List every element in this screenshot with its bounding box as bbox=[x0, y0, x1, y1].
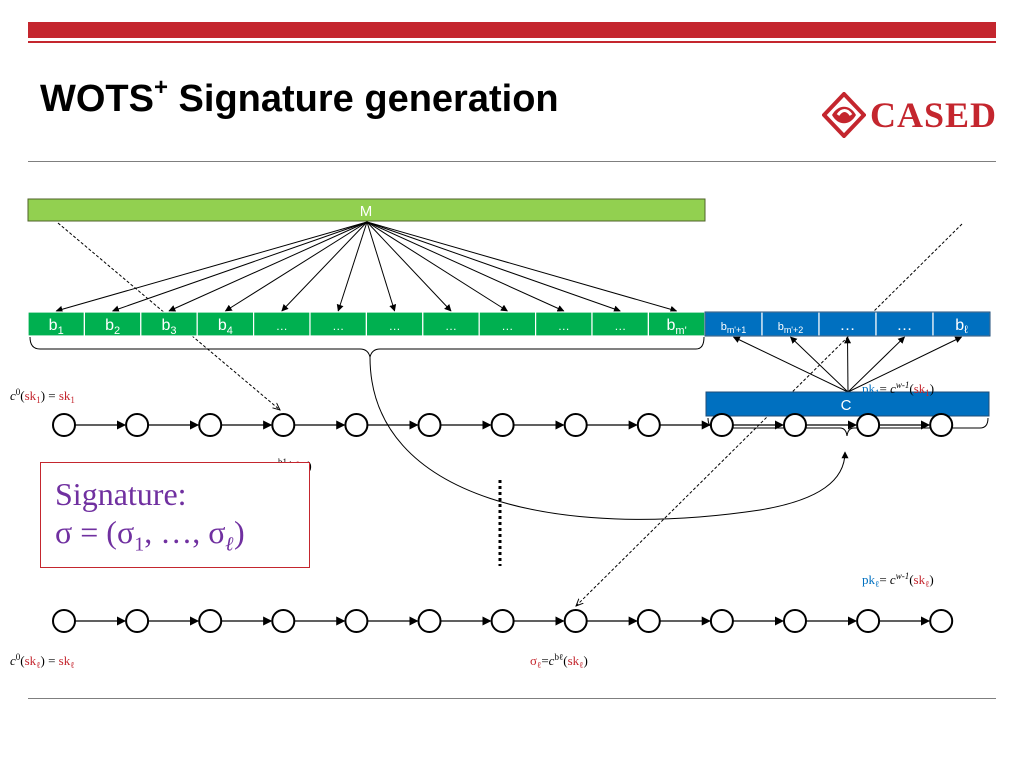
top-chain-node bbox=[563, 413, 588, 437]
checksum-block bbox=[875, 311, 934, 337]
message-block bbox=[83, 311, 142, 337]
message-block bbox=[365, 311, 424, 337]
message-arrow bbox=[366, 221, 621, 313]
checksum-block-label: bℓ bbox=[955, 317, 968, 336]
message-block bbox=[27, 311, 86, 337]
checksum-bar bbox=[705, 391, 990, 417]
signature-box: Signature: σ = (σ1, …, σℓ) bbox=[40, 462, 310, 568]
checksum-arrow bbox=[847, 336, 963, 393]
message-arrow bbox=[111, 221, 368, 313]
top-chain-node bbox=[271, 413, 296, 437]
message-block-label: bm' bbox=[667, 317, 687, 337]
bottom-chain-node bbox=[783, 609, 807, 633]
bottom-chain-node bbox=[636, 609, 661, 633]
checksum-block-label: … bbox=[840, 317, 856, 334]
bottom-chain-node bbox=[490, 609, 515, 633]
message-block bbox=[534, 311, 593, 337]
bottom-chain-node bbox=[417, 609, 442, 633]
bottom-chain-node bbox=[856, 609, 881, 633]
cased-diamond-icon bbox=[822, 92, 866, 138]
top-chain-node bbox=[125, 413, 150, 437]
checksum-label: C bbox=[841, 397, 852, 414]
label-bottom-start: c0(skℓ) = skℓ bbox=[10, 652, 75, 670]
bottom-chain-node bbox=[125, 609, 150, 633]
top-chain-node bbox=[636, 413, 661, 437]
message-block bbox=[140, 311, 198, 337]
checksum-block-label: … bbox=[897, 317, 913, 334]
message-arrow bbox=[168, 221, 368, 312]
message-block-label: … bbox=[501, 319, 513, 333]
bottom-chain-node bbox=[709, 609, 734, 633]
separator-top bbox=[28, 161, 996, 162]
checksum-arrow bbox=[732, 336, 849, 393]
message-block-label: b1 bbox=[49, 317, 64, 337]
top-chain-node bbox=[856, 413, 881, 437]
checksum-block-label: bm'+1 bbox=[721, 321, 747, 335]
message-block-label: b4 bbox=[218, 317, 233, 337]
bottom-chain-node bbox=[52, 609, 76, 633]
message-bar bbox=[27, 198, 706, 222]
message-block-label: … bbox=[276, 319, 288, 333]
message-arrow bbox=[224, 221, 368, 312]
checksum-arrow bbox=[847, 336, 906, 393]
message-block-label: b2 bbox=[105, 317, 120, 337]
header-thin-line bbox=[28, 41, 996, 43]
message-arrow bbox=[366, 221, 397, 312]
top-chain-node bbox=[198, 413, 223, 437]
message-block bbox=[196, 311, 255, 337]
message-arrow bbox=[281, 221, 368, 312]
top-chain-node bbox=[783, 413, 807, 437]
top-chain-node bbox=[490, 413, 515, 437]
label-top-start: c0(sk1) = sk1 bbox=[10, 387, 75, 405]
checksum-block-label: bm'+2 bbox=[778, 321, 804, 335]
message-block-label: … bbox=[389, 319, 401, 333]
message-arrow bbox=[366, 221, 508, 312]
checksum-arrow bbox=[789, 336, 849, 393]
top-chain-node bbox=[344, 413, 369, 437]
message-arrow bbox=[366, 221, 452, 312]
signature-formula: σ = (σ1, …, σℓ) bbox=[55, 514, 245, 556]
checksum-arrow bbox=[844, 336, 852, 393]
message-block bbox=[478, 311, 537, 337]
message-block-label: … bbox=[445, 319, 457, 333]
message-arrow bbox=[366, 221, 678, 313]
message-brace bbox=[29, 336, 705, 358]
bottom-chain-node bbox=[344, 609, 369, 633]
label-bottom-sigma: σℓ=cbℓ(skℓ) bbox=[530, 652, 588, 670]
bottom-chain-node bbox=[271, 609, 296, 633]
top-chain-node bbox=[929, 413, 954, 437]
brace-to-checksum-arrow bbox=[369, 356, 849, 520]
message-block-label: b3 bbox=[161, 317, 176, 337]
bottom-chain-node bbox=[198, 609, 223, 633]
message-block bbox=[647, 311, 706, 337]
message-block-label: … bbox=[332, 319, 344, 333]
message-arrow bbox=[336, 221, 368, 312]
header-red-bar bbox=[28, 22, 996, 38]
message-arrow bbox=[366, 221, 565, 312]
checksum-group-border bbox=[704, 311, 991, 337]
top-chain-node bbox=[52, 413, 76, 437]
message-block-label: … bbox=[614, 319, 626, 333]
bottom-chain-node bbox=[929, 609, 954, 633]
message-label: M bbox=[360, 203, 373, 220]
message-arrow bbox=[55, 221, 368, 313]
bottom-chain-node bbox=[563, 609, 588, 633]
top-chain-node bbox=[709, 413, 734, 437]
label-bottom-end: pkℓ= cw-1(skℓ) bbox=[862, 571, 934, 589]
signature-title: Signature: bbox=[55, 476, 187, 512]
message-block-label: … bbox=[558, 319, 570, 333]
top-chain-node bbox=[417, 413, 442, 437]
separator-bottom bbox=[28, 698, 996, 699]
slide-title: WOTS+ Signature generation bbox=[40, 74, 559, 121]
logo-text: CASED bbox=[870, 95, 998, 135]
label-top-end: pk1= cw-1(sk1) bbox=[862, 380, 934, 398]
message-block bbox=[253, 311, 311, 337]
cased-logo: CASED bbox=[822, 92, 1002, 142]
message-block bbox=[591, 311, 650, 337]
message-block bbox=[422, 311, 480, 337]
